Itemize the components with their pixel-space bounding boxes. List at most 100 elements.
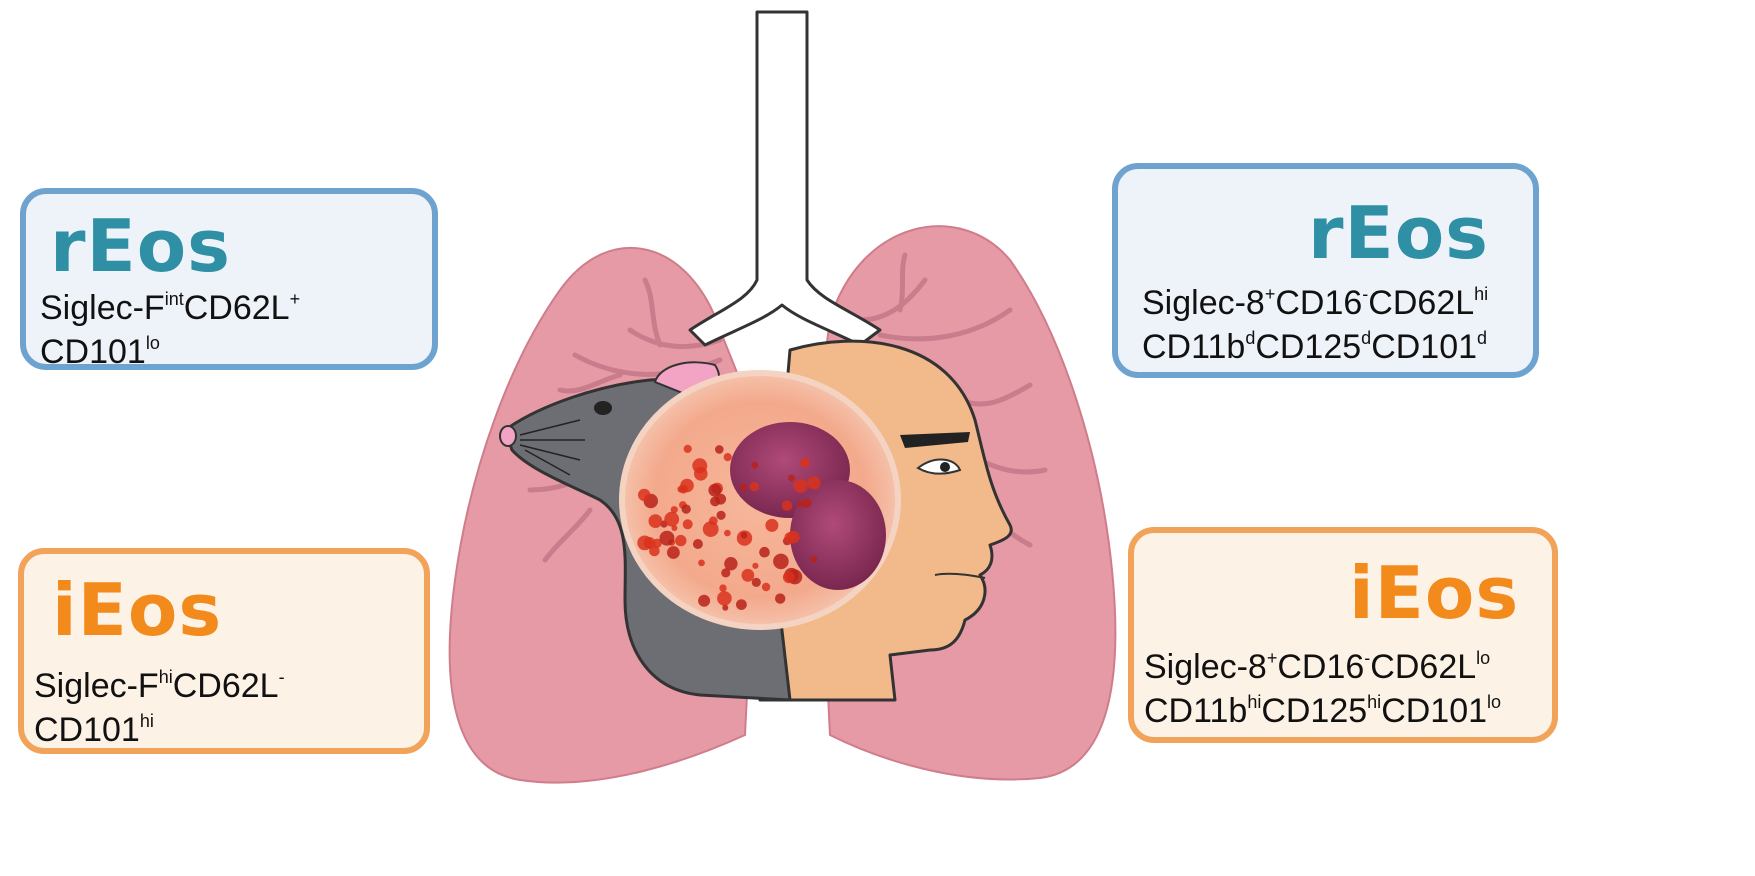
human-reos-markers-line1: Siglec-8+CD16-CD62Lhi [1142,281,1488,325]
marker-name: Siglec-8 [1142,284,1265,322]
granule [794,479,808,493]
granule [719,584,726,591]
granule [765,519,778,532]
granule [708,484,721,497]
granule [752,578,761,587]
granule [762,583,770,591]
marker-name: CD125 [1261,692,1367,730]
granule [800,458,810,468]
granule [710,496,720,506]
marker-superscript: lo [146,333,160,353]
marker-superscript: hi [159,667,173,687]
granule [675,535,686,546]
granule [784,532,795,543]
granule [782,501,792,511]
marker-name: CD62L [1368,284,1474,322]
granule [783,571,795,583]
mouse-eye [594,401,612,415]
granule [736,599,747,610]
granule [751,462,758,469]
marker-superscript: int [165,289,184,309]
granule [742,569,755,582]
marker-superscript: d [1477,328,1487,348]
marker-name: CD62L [1370,648,1476,686]
human-reos-markers-line2: CD11bdCD125dCD101d [1142,325,1487,369]
granule [667,546,680,559]
marker-name: Siglec-F [34,667,159,705]
marker-name: Siglec-8 [1144,648,1267,686]
human-ieos-panel: iEos Siglec-8+CD16-CD62Llo CD11bhiCD125h… [1128,527,1558,743]
granule [698,595,710,607]
granule [683,519,693,529]
marker-name: Siglec-F [40,289,165,327]
granule [759,547,770,558]
mouse-nose [500,426,516,446]
mouse-ieos-markers-line1: Siglec-FhiCD62L- [34,664,285,708]
marker-name: CD101 [1381,692,1487,730]
granule [693,539,703,549]
granule [773,554,789,570]
human-ieos-markers-line2: CD11bhiCD125hiCD101lo [1144,689,1501,733]
granule [724,453,732,461]
granule [811,556,818,563]
marker-name: CD125 [1255,328,1361,366]
mouse-reos-markers-line2: CD101lo [40,330,160,374]
marker-name: CD101 [40,333,146,371]
mouse-ieos-title: iEos [52,574,222,646]
granule [682,504,691,513]
human-ieos-markers-line1: Siglec-8+CD16-CD62Llo [1144,645,1490,689]
human-reos-title: rEos [1308,197,1489,269]
marker-superscript: hi [140,711,154,731]
granule [694,467,708,481]
granule [741,532,748,539]
marker-name: CD62L [184,289,290,327]
granule [802,499,811,508]
marker-name: CD11b [1144,692,1247,730]
marker-name: CD16 [1277,648,1364,686]
granule [698,560,705,567]
human-pupil [940,462,950,472]
granule [750,482,759,491]
marker-name: CD101 [34,711,140,749]
granule [638,489,650,501]
marker-superscript: + [1267,648,1278,668]
marker-superscript: hi [1247,692,1261,712]
granule [717,511,726,520]
human-reos-panel: rEos Siglec-8+CD16-CD62Lhi CD11bdCD125dC… [1112,163,1539,378]
eosinophil-nucleus-lobe-2 [790,480,886,590]
mouse-ieos-panel: iEos Siglec-FhiCD62L- CD101hi [18,548,430,754]
human-ieos-title: iEos [1349,557,1519,629]
marker-name: CD16 [1275,284,1362,322]
granule [807,476,820,489]
marker-name: CD101 [1371,328,1477,366]
mouse-reos-title: rEos [50,210,231,282]
marker-name: CD62L [173,667,279,705]
lung-eosinophil-illustration [440,0,1140,876]
mouse-reos-panel: rEos Siglec-FintCD62L+ CD101lo [20,188,438,370]
marker-superscript: lo [1476,648,1490,668]
granule [715,445,724,454]
granule [775,593,785,603]
marker-superscript: hi [1367,692,1381,712]
marker-superscript: lo [1487,692,1501,712]
granule [721,568,730,577]
mouse-reos-markers-line1: Siglec-FintCD62L+ [40,286,300,330]
marker-superscript: + [290,289,301,309]
granule [677,486,684,493]
marker-superscript: d [1245,328,1255,348]
granule [717,591,732,606]
granule [664,512,679,527]
granule [649,514,663,528]
granule [752,563,758,569]
granule [684,445,692,453]
marker-superscript: + [1265,284,1276,304]
granule [722,605,728,611]
marker-superscript: - [279,667,285,687]
granule [724,530,731,537]
granule [637,536,652,551]
granule [740,484,748,492]
granule [788,475,795,482]
granule [660,531,675,546]
marker-superscript: d [1361,328,1371,348]
granule [703,521,719,537]
